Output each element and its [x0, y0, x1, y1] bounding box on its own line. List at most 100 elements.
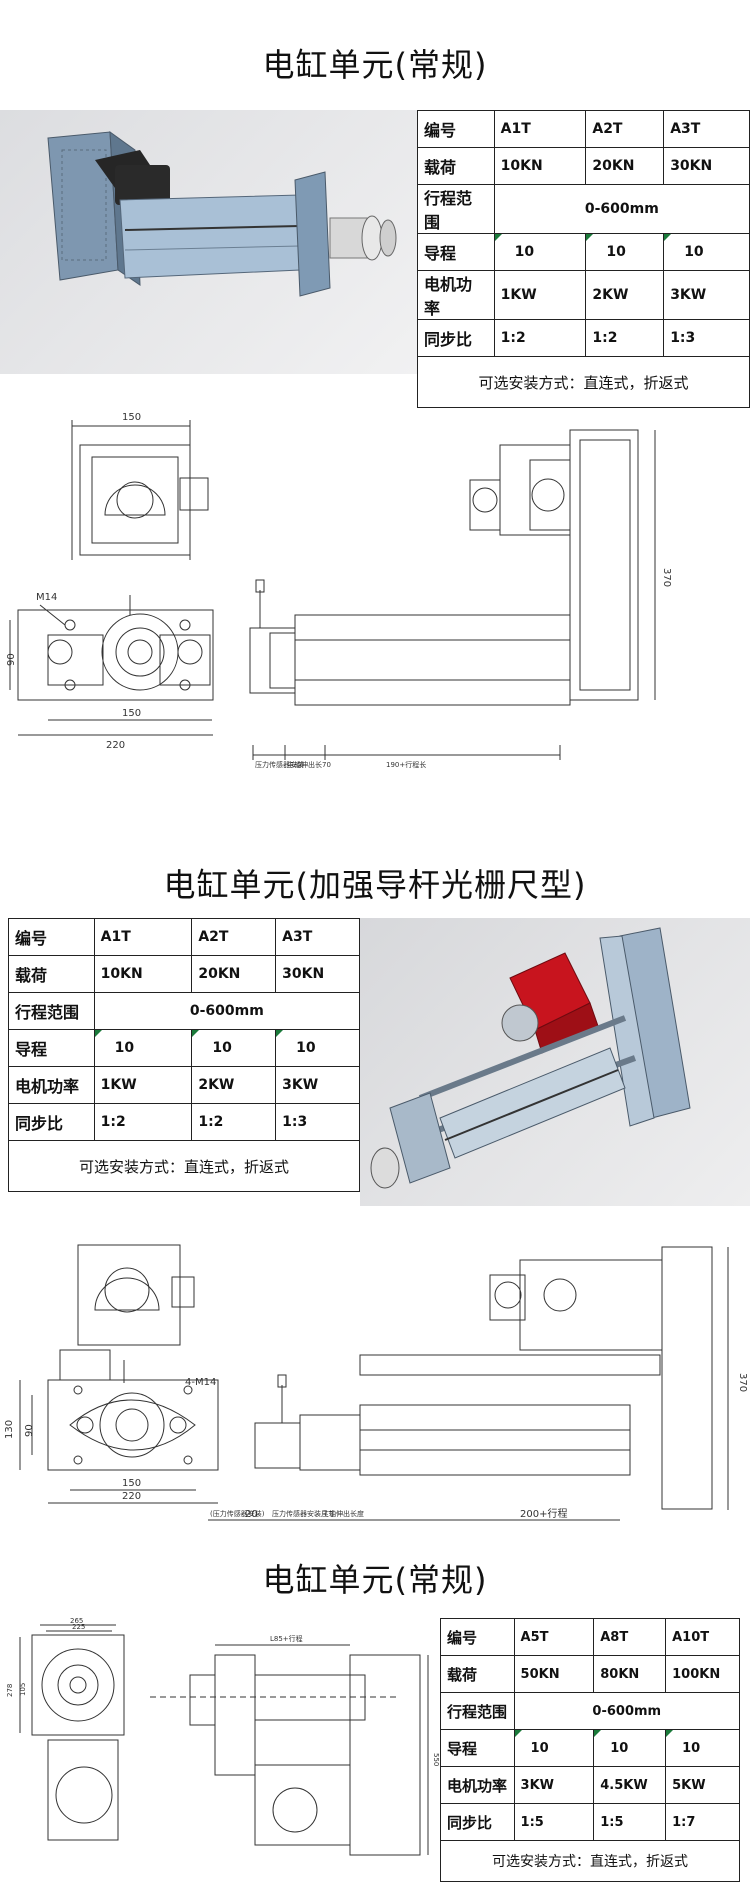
- row-label: 导程: [8, 1029, 95, 1067]
- table-cell: 50KN: [513, 1655, 595, 1693]
- table-cell: 3KW: [513, 1766, 595, 1804]
- cell-marker-icon: [94, 1030, 102, 1037]
- dim-height-inner: 90: [24, 1424, 35, 1437]
- table-cell: 30KN: [275, 955, 360, 993]
- section3-technical-drawing: 265 225 278 105 L85+行程 550: [6, 1617, 440, 1856]
- dim-w1: 265: [70, 1617, 83, 1625]
- table-cell: 10: [93, 1029, 193, 1067]
- cell-marker-icon: [664, 234, 672, 241]
- table-cell: 1:2: [585, 319, 665, 357]
- table-cell: A3T: [275, 918, 360, 956]
- mounting-note: 可选安装方式：直连式，折返式: [440, 1840, 740, 1882]
- table-row: 电机功率 3KW 4.5KW 5KW: [440, 1766, 740, 1804]
- row-label: 电机功率: [440, 1766, 515, 1804]
- table-cell: A1T: [93, 918, 193, 956]
- table-cell: 1:3: [663, 319, 750, 357]
- cell-value: 10: [114, 1040, 135, 1056]
- table-row: 载荷 50KN 80KN 100KN: [440, 1655, 740, 1693]
- dim-seg2: 主轴伸出长度: [322, 1509, 364, 1518]
- table-cell: 2KW: [585, 270, 665, 320]
- section1-product-render: [0, 110, 417, 374]
- table-cell: 1:5: [513, 1803, 595, 1841]
- table-cell: 1:2: [191, 1103, 277, 1141]
- table-cell: 100KN: [665, 1655, 740, 1693]
- table-row: 同步比 1:5 1:5 1:7: [440, 1803, 740, 1841]
- dim-seg0-value: 20: [245, 1509, 258, 1520]
- section1-spec-table: 编号 A1T A2T A3T 载荷 10KN 20KN 30KN 行程范围 0-…: [417, 110, 750, 408]
- table-cell: 1:5: [593, 1803, 667, 1841]
- table-row: 可选安装方式：直连式，折返式: [417, 356, 750, 408]
- dim-width-mid: 150: [122, 1478, 141, 1489]
- dim-width-bottom: 220: [122, 1491, 141, 1502]
- table-cell: 1:2: [493, 319, 587, 357]
- section2-spec-table: 编号 A1T A2T A3T 载荷 10KN 20KN 30KN 行程范围 0-…: [8, 918, 361, 1192]
- table-cell: 10: [663, 233, 750, 271]
- table-row: 导程 10 10 10: [440, 1729, 740, 1767]
- table-row: 载荷 10KN 20KN 30KN: [417, 147, 750, 185]
- table-cell: A10T: [665, 1618, 740, 1656]
- table-row: 编号 A1T A2T A3T: [417, 110, 750, 148]
- dim-width-top: 150: [122, 412, 141, 423]
- row-label: 同步比: [8, 1103, 95, 1141]
- dim-height-left: 90: [6, 653, 17, 666]
- table-cell: 10: [493, 233, 587, 271]
- table-row: 可选安装方式：直连式，折返式: [8, 1140, 360, 1192]
- table-cell: 2KW: [191, 1066, 277, 1104]
- row-label: 同步比: [417, 319, 495, 357]
- section1-title: 电缸单元(常规): [262, 46, 488, 84]
- table-row: 行程范围 0-600mm: [417, 184, 750, 234]
- row-label: 电机功率: [8, 1066, 95, 1104]
- cell-marker-icon: [276, 1030, 284, 1037]
- table-cell: 10: [585, 233, 665, 271]
- table-cell: A1T: [493, 110, 587, 148]
- cell-value: 10: [530, 1740, 549, 1756]
- row-label: 载荷: [440, 1655, 515, 1693]
- table-row: 编号 A1T A2T A3T: [8, 918, 360, 956]
- table-row: 导程 10 10 10: [8, 1029, 360, 1067]
- dim-height-right: 550: [432, 1753, 440, 1766]
- table-cell: 30KN: [663, 147, 750, 185]
- dim-length: 190+行程长: [386, 760, 426, 769]
- table-row: 编号 A5T A8T A10T: [440, 1618, 740, 1656]
- table-row: 同步比 1:2 1:2 1:3: [417, 319, 750, 357]
- row-label: 编号: [417, 110, 495, 148]
- cell-value: 10: [212, 1040, 232, 1056]
- table-cell: 10: [513, 1729, 595, 1767]
- row-label: 编号: [440, 1618, 515, 1656]
- cell-marker-icon: [666, 1730, 674, 1737]
- table-cell: 10KN: [93, 955, 193, 993]
- dim-w2: 225: [72, 1623, 85, 1631]
- dim-height-right: 370: [661, 568, 672, 587]
- table-cell: 10: [275, 1029, 360, 1067]
- section2-product-render: [360, 918, 750, 1206]
- stroke-range-cell: 0-600mm: [93, 992, 361, 1030]
- table-cell: 1:2: [93, 1103, 193, 1141]
- dim-height-right: 370: [737, 1373, 748, 1392]
- row-label: 导程: [440, 1729, 515, 1767]
- dim-seg0: (压力传感器安装): [210, 1509, 265, 1518]
- dim-width-mid: 150: [122, 708, 141, 719]
- row-label: 同步比: [440, 1803, 515, 1841]
- mounting-note: 可选安装方式：直连式，折返式: [8, 1140, 360, 1192]
- dim-h2: 105: [19, 1683, 27, 1696]
- table-cell: 1:3: [275, 1103, 360, 1141]
- table-cell: 10KN: [493, 147, 587, 185]
- cell-value: 10: [610, 1740, 629, 1756]
- table-row: 行程范围 0-600mm: [440, 1692, 741, 1730]
- section2-title: 电缸单元(加强导杆光栅尺型): [163, 866, 587, 904]
- table-row: 行程范围 0-600mm: [8, 992, 361, 1030]
- table-cell: 1:7: [665, 1803, 740, 1841]
- section3-spec-table: 编号 A5T A8T A10T 载荷 50KN 80KN 100KN 行程范围 …: [440, 1618, 741, 1882]
- table-cell: 20KN: [585, 147, 665, 185]
- table-row: 电机功率 1KW 2KW 3KW: [8, 1066, 360, 1104]
- table-row: 导程 10 10 10: [417, 233, 750, 271]
- table-row: 电机功率 1KW 2KW 3KW: [417, 270, 750, 320]
- table-cell: 20KN: [191, 955, 277, 993]
- stroke-range-cell: 0-600mm: [513, 1692, 741, 1730]
- table-cell: 1KW: [493, 270, 587, 320]
- row-label: 载荷: [417, 147, 495, 185]
- table-cell: 5KW: [665, 1766, 740, 1804]
- table-cell: 3KW: [663, 270, 750, 320]
- table-row: 同步比 1:2 1:2 1:3: [8, 1103, 360, 1141]
- table-cell: 10: [593, 1729, 667, 1767]
